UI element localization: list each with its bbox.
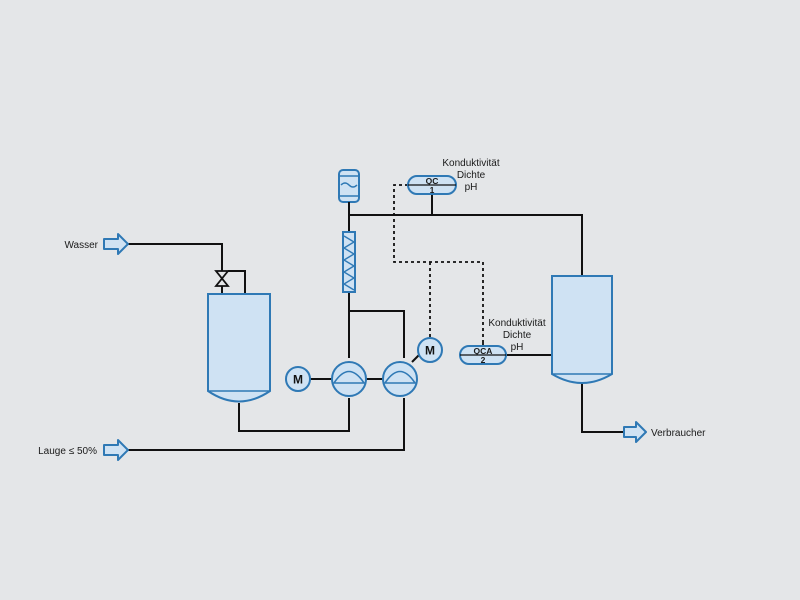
instrument-qca-label-conductivity: Konduktivität [488, 318, 545, 329]
water-inlet-arrow [103, 233, 129, 255]
instrument-qca-tag: QCA [474, 346, 493, 356]
motor-right-label: M [425, 344, 435, 358]
instrument-qc-tag: QC [426, 176, 439, 186]
motor-left-icon [285, 366, 311, 392]
expansion-vessel [338, 169, 360, 215]
water-inlet: Wasser [64, 233, 129, 255]
lye-inlet: Lauge ≤ 50% [38, 439, 129, 461]
instrument-qc-label-conductivity: Konduktivität [442, 158, 499, 169]
lye-line [128, 398, 405, 451]
process-lines [128, 193, 624, 451]
instrument-qc: QC 1 Konduktivität Dichte pH [407, 158, 500, 195]
consumer-line [581, 382, 624, 433]
consumer-outlet-label: Verbraucher [651, 428, 706, 439]
instrument-qc-label-ph: pH [465, 182, 478, 193]
motor-right-icon [417, 337, 443, 363]
instrument-qca-label-density: Dichte [503, 330, 532, 341]
qc-signal-line [393, 184, 484, 343]
pump-return-line [349, 310, 405, 358]
signal-lines [393, 184, 484, 343]
lye-inlet-label: Lauge ≤ 50% [38, 446, 97, 457]
instrument-qca-number: 2 [481, 355, 486, 365]
pump-2 [382, 361, 418, 397]
water-line [128, 243, 223, 272]
instrument-qc-label-density: Dichte [457, 170, 486, 181]
tank-outlet-line [238, 398, 350, 432]
heat-exchanger [342, 215, 356, 293]
consumer-outlet: Verbraucher [623, 421, 706, 443]
expansion-vessel-level-icon [340, 182, 358, 188]
pump-1 [331, 361, 367, 397]
consumer-outlet-arrow [623, 421, 647, 443]
pump-2-impeller-icon [383, 370, 417, 384]
lye-inlet-arrow [103, 439, 129, 461]
heat-exchanger-coil-icon [342, 235, 356, 291]
motor-right: M [417, 337, 443, 363]
pump-1-impeller-icon [332, 370, 366, 384]
valve-body-icon [214, 270, 230, 287]
instrument-qca-label-ph: pH [511, 342, 524, 353]
storage-tank [551, 275, 613, 384]
motor-left-label: M [293, 373, 303, 387]
header-line [349, 214, 583, 276]
water-inlet-label: Wasser [64, 240, 98, 251]
motor-left: M [285, 366, 311, 392]
mixing-tank [207, 293, 271, 403]
instrument-qca: QCA 2 Konduktivität Dichte pH [459, 318, 546, 365]
instrument-qc-number: 1 [430, 185, 435, 195]
